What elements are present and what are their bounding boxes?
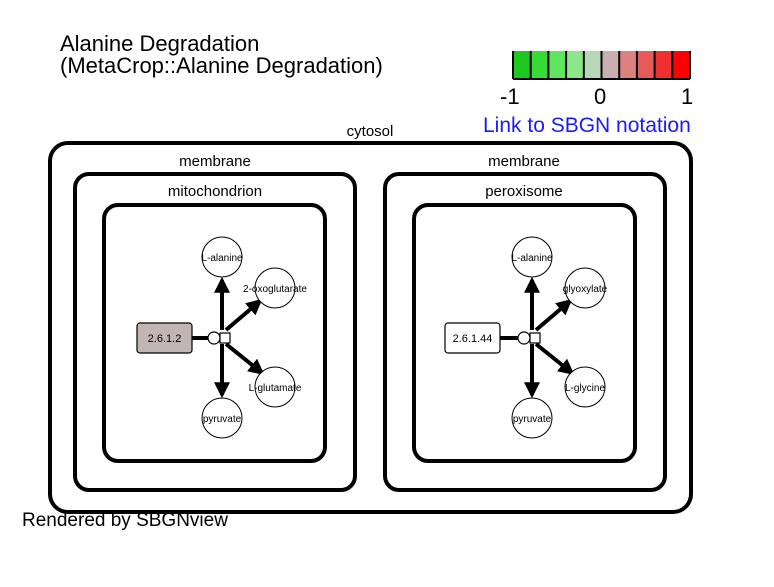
- metabolite-alanine[interactable]: [511, 236, 553, 278]
- metabolite-label: L-alanine: [201, 253, 243, 264]
- color-scale-cell: [548, 51, 567, 79]
- scale-label-max: 1: [681, 84, 694, 109]
- enzyme-node[interactable]: [136, 322, 193, 354]
- enzyme-node[interactable]: [444, 322, 501, 354]
- reaction-mitochondrion: 2.6.1.2 L-alanine 2-oxoglutarate L-gluta…: [136, 236, 307, 439]
- membrane-label-left: membrane: [179, 153, 251, 170]
- color-scale-cell: [601, 51, 620, 79]
- metabolite-label: L-alanine: [511, 253, 553, 264]
- metabolite-pyruvate[interactable]: [511, 397, 553, 439]
- metabolite-glutamate[interactable]: [254, 366, 296, 408]
- association-node: [207, 331, 221, 345]
- metabolite-label: pyruvate: [513, 414, 552, 425]
- membrane-compartment-right: [383, 172, 667, 492]
- color-scale-cell: [566, 51, 584, 79]
- metabolite-label: L-glycine: [565, 383, 605, 394]
- diagram-subtitle: (MetaCrop::Alanine Degradation): [60, 53, 383, 78]
- cytosol-label: cytosol: [347, 123, 394, 140]
- metabolite-glyoxylate[interactable]: [564, 267, 606, 309]
- sbgn-notation-link[interactable]: Link to SBGN notation: [483, 114, 691, 137]
- metabolite-pyruvate[interactable]: [201, 397, 243, 439]
- metabolite-glycine[interactable]: [564, 366, 606, 408]
- metabolite-label: L-glutamate: [249, 383, 302, 394]
- association-node: [517, 331, 531, 345]
- peroxisome-compartment: [412, 203, 637, 463]
- process-node: [219, 332, 231, 344]
- color-scale-cell: [619, 51, 637, 79]
- scale-label-mid: 0: [594, 84, 607, 109]
- membrane-compartment-left: [73, 172, 357, 492]
- metabolite-label: pyruvate: [203, 414, 242, 425]
- product-arc-glu: [224, 342, 265, 376]
- membrane-label-right: membrane: [488, 153, 560, 170]
- scale-label-min: -1: [500, 84, 520, 109]
- product-arc-keto: [224, 298, 263, 332]
- cytosol-compartment: [48, 141, 693, 514]
- metabolite-label: 2-oxoglutarate: [243, 284, 307, 295]
- color-scale-cell: [672, 51, 690, 79]
- enzyme-label: 2.6.1.2: [148, 333, 182, 345]
- color-scale-cell: [530, 51, 549, 79]
- peroxisome-label: peroxisome: [485, 183, 563, 200]
- product-arc-glycine: [534, 342, 575, 376]
- rendered-by-label: Rendered by SBGNview: [22, 510, 228, 531]
- reaction-peroxisome: 2.6.1.44 L-alanine glyoxylate L-glycine …: [444, 236, 608, 439]
- product-arc-keto: [534, 298, 573, 332]
- metabolite-alanine[interactable]: [201, 236, 243, 278]
- diagram-title: Alanine Degradation: [60, 31, 260, 56]
- color-scale-cell: [513, 51, 531, 79]
- color-scale-cell: [583, 51, 602, 79]
- color-scale-bar: [512, 51, 691, 80]
- metabolite-label: glyoxylate: [563, 284, 608, 295]
- mitochondrion-label: mitochondrion: [168, 183, 262, 200]
- mitochondrion-compartment: [102, 203, 327, 463]
- enzyme-label: 2.6.1.44: [453, 333, 493, 345]
- color-scale-cell: [654, 51, 673, 79]
- metabolite-oxoglutarate[interactable]: [254, 267, 296, 309]
- color-scale-cell: [636, 51, 655, 79]
- process-node: [529, 332, 541, 344]
